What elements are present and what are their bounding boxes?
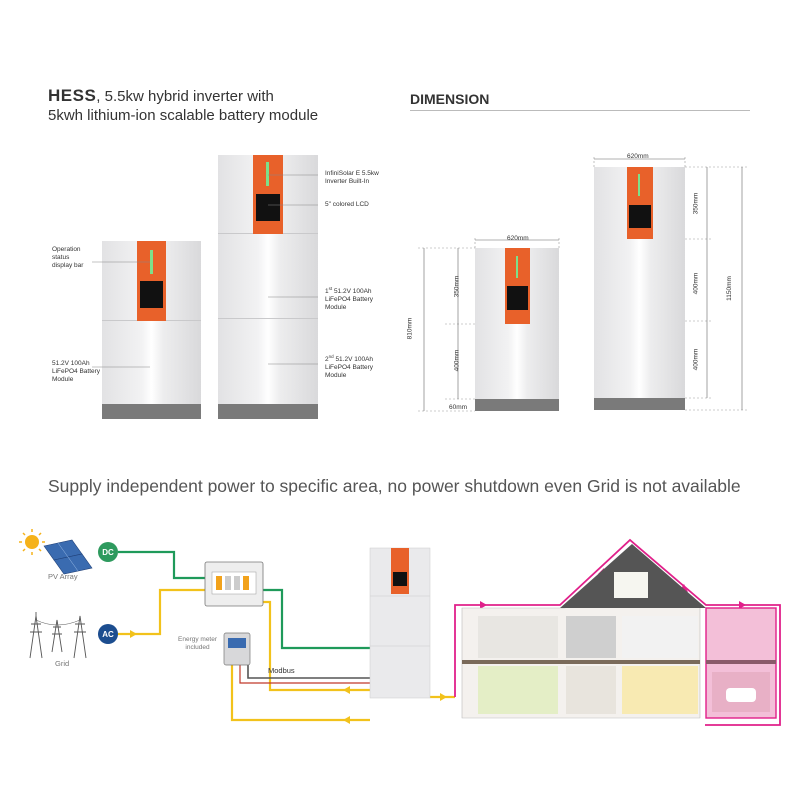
magenta-house-line <box>454 538 781 726</box>
callout-battery-single-l2: LiFePO4 Battery <box>52 368 101 375</box>
distribution-box <box>204 561 264 607</box>
callout-lcd: 5" colored LCD <box>325 201 369 208</box>
dim-small-width: 620mm <box>507 235 529 242</box>
dim-large-mid1: 400mm <box>692 272 700 295</box>
callout-battery-single-l1: 51.2V 100Ah <box>52 360 90 367</box>
dim-large-base <box>594 398 685 410</box>
dimension-heading: DIMENSION <box>410 91 490 107</box>
energy-meter <box>223 632 251 666</box>
callout-operation-status: Operation status display bar <box>52 246 83 270</box>
title-line2: 5kwh lithium-ion scalable battery module <box>48 107 319 124</box>
small-unit-status-bar <box>150 250 153 274</box>
battery-1st-rest: 51.2V 100Ah <box>332 288 372 296</box>
dc-badge: DC <box>98 542 118 562</box>
dimension-divider <box>410 110 750 111</box>
modbus-wire <box>247 665 372 679</box>
callout-battery-single-l3: Module <box>52 376 74 383</box>
battery-2nd-l3: Module <box>325 372 347 380</box>
energy-meter-label: Energy meter included <box>178 636 217 652</box>
large-unit-seam-2 <box>218 318 318 319</box>
grid-label: Grid <box>55 659 70 668</box>
dim-large-total: 1150mm <box>725 276 733 301</box>
sun-icon <box>19 529 45 555</box>
meter-label-l2: included <box>185 644 210 651</box>
power-tower-icon <box>29 612 87 659</box>
callout-battery-single: 51.2V 100Ah LiFePO4 Battery Module <box>52 360 100 384</box>
dim-small-lcd <box>507 286 528 310</box>
large-unit-lcd <box>256 194 280 221</box>
system-hess-unit <box>369 547 431 699</box>
callout-inverter: InfiniSolar E 5.5kw Inverter Built-In <box>325 170 379 186</box>
ord-1-sup: st <box>328 286 333 291</box>
callout-operation-l1: Operation <box>52 246 81 253</box>
battery-1st-l2: LiFePO4 Battery <box>325 296 374 304</box>
callout-inverter-l2: Inverter Built-In <box>325 178 370 185</box>
title-line1: , 5.5kw hybrid inverter with <box>96 88 274 105</box>
solar-panel-icon <box>43 539 93 575</box>
dim-large-width: 620mm <box>627 153 649 160</box>
dim-small-top: 350mm <box>453 275 461 298</box>
battery-1st-l3: Module <box>325 304 347 312</box>
dim-small-mid: 400mm <box>453 349 461 372</box>
red-wire <box>239 665 372 684</box>
callout-battery-2nd: 2nd 51.2V 100Ah LiFePO4 Battery Module <box>325 353 373 380</box>
ac-wire <box>118 588 208 636</box>
dim-large-lcd <box>629 205 651 228</box>
large-unit-status-bar <box>266 162 269 186</box>
dim-small-base <box>475 399 559 411</box>
callout-operation-l2: status <box>52 254 70 261</box>
pv-array-label: PV Array <box>48 572 78 581</box>
yellow-out-wire <box>260 600 372 692</box>
yellow-arrows <box>130 630 447 724</box>
dimension-lines <box>418 155 748 412</box>
brand-name: HESS <box>48 86 97 105</box>
supply-tagline: Supply independent power to specific are… <box>48 476 741 496</box>
ord-2: 2 <box>325 356 329 364</box>
meter-label-l1: Energy meter <box>178 636 218 643</box>
callout-operation-l3: display bar <box>52 262 84 269</box>
small-unit-lcd <box>140 281 163 308</box>
dim-small-status <box>516 256 518 278</box>
dim-small-total: 810mm <box>406 317 414 340</box>
dim-large-mid2: 400mm <box>692 348 700 371</box>
dc-wire <box>118 550 222 580</box>
ord-2-sup: nd <box>328 354 334 359</box>
dim-large-top: 350mm <box>692 192 700 215</box>
battery-2nd-rest: 51.2V 100Ah <box>333 356 374 364</box>
small-unit-base <box>102 404 201 419</box>
modbus-label: Modbus <box>268 666 295 675</box>
dim-base: 60mm <box>449 404 468 411</box>
callout-lines <box>92 174 318 368</box>
callout-battery-1st: 1st 51.2V 100Ah LiFePO4 Battery Module <box>325 285 373 312</box>
product-title: HESS, 5.5kw hybrid inverter with 5kwh li… <box>48 86 318 125</box>
large-unit-base <box>218 404 318 419</box>
ord-1: 1 <box>325 288 329 296</box>
ac-badge: AC <box>98 624 118 644</box>
house-illustration <box>461 544 777 719</box>
yellow-home-wire <box>230 660 370 722</box>
callout-inverter-l1: InfiniSolar E 5.5kw <box>325 170 379 177</box>
system-diagram <box>19 529 781 726</box>
battery-2nd-l2: LiFePO4 Battery <box>325 364 374 372</box>
dim-large-status <box>638 174 640 196</box>
